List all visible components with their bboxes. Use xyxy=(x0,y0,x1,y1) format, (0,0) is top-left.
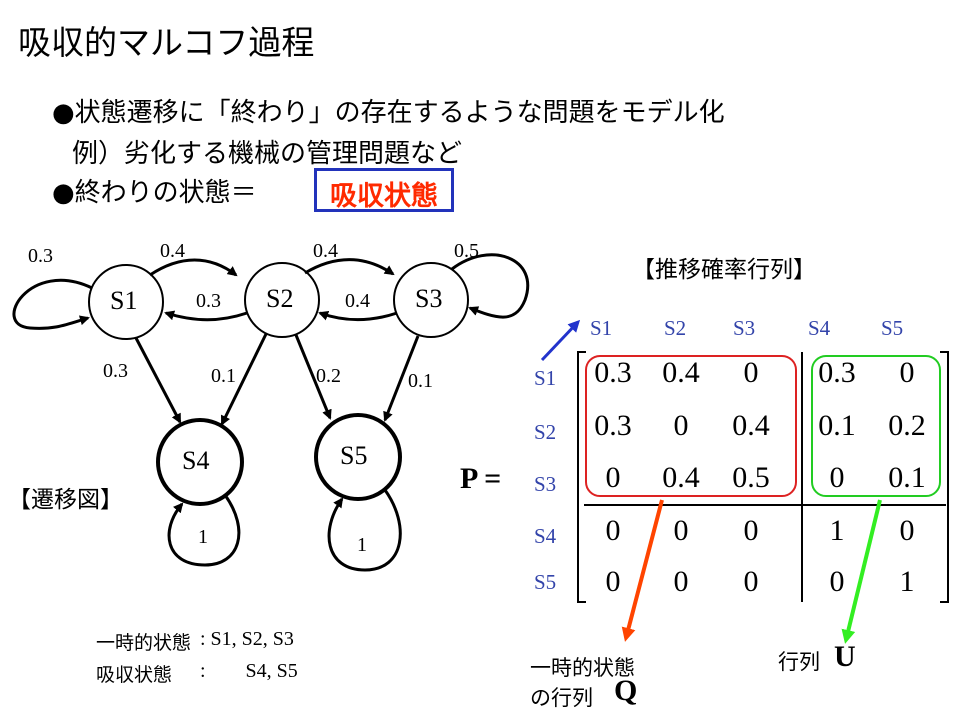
edge-label-s2-s1: 0.3 xyxy=(196,290,221,312)
matrix-cell: 0 xyxy=(605,565,621,598)
edge-s2-s1 xyxy=(164,310,248,322)
edge-label-s1-s4: 0.3 xyxy=(103,360,128,382)
matrix-cell: 0.4 xyxy=(732,409,770,442)
diagram-caption: 【遷移図】 xyxy=(8,487,123,513)
u-pointer-arrow xyxy=(841,499,882,644)
matrix-cell: 0.2 xyxy=(888,409,926,442)
col-header-s1: S1 xyxy=(590,316,613,340)
edge-label-s2-s5: 0.2 xyxy=(316,365,341,387)
q-symbol: Q xyxy=(614,674,638,707)
q-label-line1: 一時的状態 xyxy=(530,656,635,680)
row-header-s3: S3 xyxy=(534,472,557,496)
row-header-s4: S4 xyxy=(534,524,557,548)
bullet-line-1: ●状態遷移に「終わり」の存在するような問題をモデル化 xyxy=(52,98,725,128)
matrix-cell: 0 xyxy=(743,356,759,389)
edge-label-s1-self: 0.3 xyxy=(28,245,53,267)
absorbing-state-box: 吸収状態 xyxy=(314,168,454,212)
edge-label-s3-s5: 0.1 xyxy=(408,370,433,392)
matrix-cell: 1 xyxy=(899,565,915,598)
edge-s3-self xyxy=(451,253,530,319)
edge-s1-self xyxy=(12,278,93,330)
edge-s2-s5 xyxy=(294,334,332,420)
node-s5-label: S5 xyxy=(340,441,368,470)
matrix-cell: 0 xyxy=(605,461,621,494)
node-s3 xyxy=(393,262,469,338)
matrix-cell: 0 xyxy=(899,514,915,547)
edge-s1-s2 xyxy=(149,258,238,277)
edge-label-s3-s2: 0.4 xyxy=(345,290,370,312)
matrix-cell: 0 xyxy=(605,514,621,547)
matrix-cell: 0 xyxy=(673,565,689,598)
node-s4-label: S4 xyxy=(182,446,210,475)
legend-absorbing-states: : S4, S5 xyxy=(200,660,298,682)
bullet-line-3: ●終わりの状態＝ xyxy=(52,178,257,208)
u-submatrix-box xyxy=(811,355,941,497)
matrix-cell: 0.3 xyxy=(594,409,632,442)
edge-s5-self xyxy=(327,489,402,572)
matrix-cell: 0.3 xyxy=(818,356,856,389)
col-header-s2: S2 xyxy=(664,316,687,340)
matrix-cell: 0 xyxy=(829,461,845,494)
matrix-cell: 0.1 xyxy=(818,409,856,442)
matrix-cell: 0 xyxy=(899,356,915,389)
edge-s2-s4 xyxy=(220,333,268,426)
matrix-left-bracket xyxy=(577,351,586,603)
row-header-s5: S5 xyxy=(534,570,557,594)
edge-label-s5-self: 1 xyxy=(357,534,367,556)
q-submatrix-box xyxy=(585,355,797,497)
absorbing-state-label: 吸収状態 xyxy=(330,181,438,212)
matrix-cell: 0 xyxy=(743,514,759,547)
legend-absorbing-label: 吸収状態 xyxy=(96,664,173,686)
matrix-caption: 【推移確率行列】 xyxy=(632,257,816,283)
legend-transient-states: : S1, S2, S3 xyxy=(200,628,294,650)
edge-s3-s5 xyxy=(383,335,420,422)
bullet-line-2: 例）劣化する機械の管理問題など xyxy=(72,139,463,169)
matrix-cell: 0 xyxy=(829,565,845,598)
edge-s2-s3 xyxy=(304,258,395,276)
matrix-cell: 0.3 xyxy=(594,356,632,389)
matrix-cell: 0.1 xyxy=(888,461,926,494)
edge-label-s4-self: 1 xyxy=(198,526,208,548)
u-label: 行列 xyxy=(778,650,820,674)
col-header-s3: S3 xyxy=(733,316,756,340)
matrix-right-bracket xyxy=(940,351,949,603)
matrix-symbol: P = xyxy=(460,462,502,495)
matrix-cell: 0 xyxy=(743,565,759,598)
node-s5 xyxy=(314,413,402,501)
u-symbol: U xyxy=(834,640,856,673)
col-header-s4: S4 xyxy=(808,316,831,340)
edge-label-s2-s3: 0.4 xyxy=(313,240,338,262)
header-pointer-arrow xyxy=(540,319,581,362)
edge-label-s3-self: 0.5 xyxy=(454,240,479,262)
row-header-s2: S2 xyxy=(534,420,557,444)
edge-s1-s4 xyxy=(134,337,182,424)
edge-s4-self xyxy=(167,494,241,567)
node-s4 xyxy=(156,418,244,506)
edge-label-s1-s2: 0.4 xyxy=(160,240,185,262)
legend-transient-label: 一時的状態 xyxy=(96,632,192,654)
col-header-s5: S5 xyxy=(881,316,904,340)
page-title: 吸収的マルコフ過程 xyxy=(18,23,315,62)
q-pointer-arrow xyxy=(621,499,664,642)
q-label-line2: の行列 xyxy=(530,686,593,710)
matrix-cell: 0.4 xyxy=(662,356,700,389)
node-s3-label: S3 xyxy=(415,284,443,313)
edge-label-s2-s4: 0.1 xyxy=(211,365,236,387)
node-s1 xyxy=(88,264,164,340)
matrix-cell: 0.5 xyxy=(732,461,770,494)
node-s1-label: S1 xyxy=(110,286,138,315)
matrix-cell: 0 xyxy=(673,409,689,442)
matrix-cell: 0.4 xyxy=(662,461,700,494)
matrix-cell: 1 xyxy=(829,514,845,547)
node-s2 xyxy=(244,262,320,338)
matrix-cell: 0 xyxy=(673,514,689,547)
node-s2-label: S2 xyxy=(266,284,294,313)
edge-s3-s2 xyxy=(318,311,398,322)
row-header-s1: S1 xyxy=(534,366,557,390)
